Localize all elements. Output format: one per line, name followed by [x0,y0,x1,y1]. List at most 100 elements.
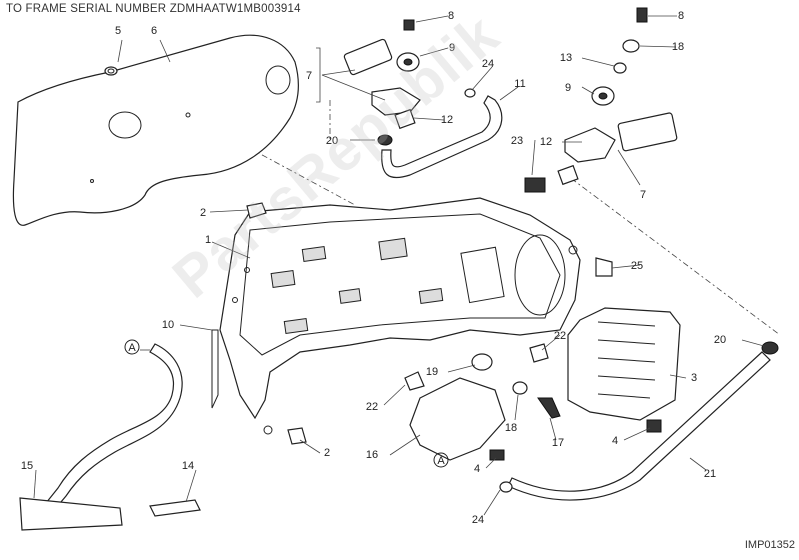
bracket-window [460,246,505,304]
assembly-line-sensor [559,169,781,336]
regulator-connector-left [343,38,393,76]
callout-number: 6 [151,25,157,37]
spacer-right [613,62,627,74]
hose-clamp-right [761,341,779,355]
callout-number: 16 [366,449,378,461]
callout-number: 23 [511,135,523,147]
bracket-slot-4 [418,287,444,305]
rubber-mount-right-core [598,92,608,100]
cable-clip-upper [246,202,267,219]
hose-clamp-upper [377,134,393,146]
bracket-slot-6 [378,237,408,261]
bracket-slot-3 [338,288,362,304]
bracket-slot-1 [270,269,296,289]
long-bolt [537,397,561,419]
drawing-code: IMP01352 [744,539,795,551]
screw-left [403,19,415,31]
lambda-sensor-cable [41,343,183,516]
reference-label: A [437,455,445,467]
cable-tie [211,329,219,409]
leader-lines [33,15,765,516]
callout-number: 11 [514,78,525,90]
regulator-grommet [471,353,493,371]
callout-number: 2 [324,447,330,459]
grommet [104,66,118,76]
cover-hole-small [185,112,191,118]
nut-plate-left [394,108,416,130]
bracket-inner-edge [239,213,561,356]
ecu-mount-bracket-right [564,127,616,163]
grommet-inner [107,68,115,74]
bolt-lower [489,449,505,461]
callout-number: 15 [21,460,33,472]
callout-number: 4 [474,463,480,475]
callout-number: 7 [640,189,646,201]
speed-clip-left [404,371,425,391]
bolt-ecu [646,419,662,433]
speed-clip-right [529,343,549,363]
cover-hole-small-2 [90,179,94,183]
callout-number: 22 [366,401,378,413]
hose-clip-upper [464,88,476,98]
screw-right [636,7,648,23]
bracket-lobe [514,234,566,316]
bracket-hole-1 [244,267,250,273]
vent-hose-upper [381,95,503,179]
callout-number: 12 [441,114,453,126]
callout-number: 22 [554,330,566,342]
callout-number: 7 [306,70,312,82]
cable-clip-lower [287,427,307,445]
regulator-connector-right [617,112,678,152]
reference-circle [433,452,449,468]
callout-number: 3 [691,372,697,384]
callout-number: 9 [449,42,455,54]
hose-clip-lower [499,481,513,493]
reference-circle [124,339,140,355]
callout-number: 1 [205,234,211,246]
regulator-spacer [512,381,528,395]
lambda-sensor-connector [19,497,123,531]
callout-number: 5 [115,25,121,37]
callout-number: 13 [560,52,572,64]
rubber-mount-left-core [403,58,413,66]
bracket-hole-2 [232,297,238,303]
bracket-slot-2 [301,245,327,263]
callout-number: 19 [426,366,438,378]
reference-label: A [128,342,136,354]
ecu-mount-bracket-left [371,87,421,116]
callout-number: 20 [714,334,726,346]
bracket-slot-5 [283,317,309,335]
cover-hole-large [108,111,142,139]
callout-number: 4 [612,435,618,447]
callout-number: 10 [162,319,174,331]
callout-number: 8 [448,10,454,22]
diagram-title: TO FRAME SERIAL NUMBER ZDMHAATW1MB003914 [6,3,301,15]
callout-number: 12 [540,136,552,148]
callout-number: 24 [472,514,484,526]
callout-number: 17 [552,437,564,449]
lambda-probe [149,499,201,517]
callout-number: 21 [704,468,716,480]
washer-right [622,39,640,53]
callout-number: 20 [326,135,338,147]
callout-number: 8 [678,10,684,22]
rubber-plug [595,257,613,277]
callout-number: 14 [182,460,194,472]
voltage-regulator [409,377,506,461]
nut-plate-right [557,164,579,186]
heat-shield-cover [12,34,299,226]
bracket-bolt [524,177,546,193]
callout-number: 9 [565,82,571,94]
vent-hose-lower [507,351,771,501]
bracket-hole-4 [568,245,578,255]
engine-control-unit [567,307,681,421]
ecu-fins [597,321,656,399]
cover-hole-right [265,65,291,95]
callout-number: 24 [482,58,494,70]
callout-number: 25 [631,260,643,272]
bracket-hole-3 [263,425,273,435]
callout-number: 18 [505,422,517,434]
